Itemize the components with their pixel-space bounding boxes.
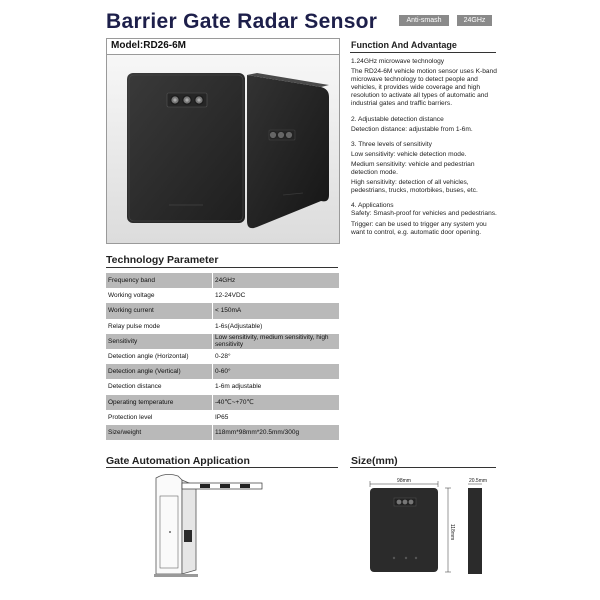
height-label: 118mm <box>449 524 455 540</box>
function-item-3-heading: 3. Three levels of sensitivity <box>351 140 432 148</box>
gate-illustration <box>154 474 263 577</box>
spec-value: < 150mA <box>212 303 339 319</box>
spec-row: Detection angle (Vertical)0-60° <box>106 364 339 380</box>
spec-row: Working current< 150mA <box>106 303 339 319</box>
function-item-1-heading: 1.24GHz microwave technology <box>351 58 445 65</box>
function-heading: Function And Advantage <box>351 40 457 50</box>
function-item-4-text-safety: Safety: Smash-proof for vehicles and ped… <box>351 210 497 218</box>
sensor-device-front <box>127 73 245 223</box>
spec-key: Frequency band <box>106 273 213 289</box>
spec-value: 118mm*98mm*20.5mm/300g <box>212 424 339 441</box>
spec-value: 0-60° <box>212 364 339 380</box>
spec-value: 1-6s(Adjustable) <box>212 318 339 334</box>
model-bar: Model:RD26-6M <box>107 39 339 55</box>
spec-row: Operating temperature-40℃~+70℃ <box>106 394 339 410</box>
size-front-view <box>370 488 438 572</box>
spec-key: Sensitivity <box>106 333 213 349</box>
spec-key: Size/weight <box>106 424 213 441</box>
function-body: 1.24GHz microwave technology The RD24-6M… <box>351 58 497 237</box>
spec-key: Protection level <box>106 409 213 425</box>
product-image-panel: Model:RD26-6M <box>106 38 340 244</box>
function-item-3-text-low: Low sensitivity: vehicle detection mode. <box>351 150 467 158</box>
frequency-badge: 24GHz <box>457 15 492 26</box>
spec-key: Operating temperature <box>106 394 213 410</box>
sensor-device-back <box>247 73 329 229</box>
spec-key: Relay pulse mode <box>106 318 213 334</box>
spec-key: Working current <box>106 303 213 319</box>
width-label: 98mm <box>397 478 411 484</box>
tech-parameter-heading: Technology Parameter <box>106 254 219 266</box>
barrier-cabinet <box>154 474 198 577</box>
spec-key: Detection distance <box>106 379 213 395</box>
depth-label: 20.5mm <box>469 478 487 484</box>
function-item-2-heading: 2. Adjustable detection distance <box>351 115 444 123</box>
page-title: Barrier Gate Radar Sensor <box>106 10 378 33</box>
spec-value: 12-24VDC <box>212 288 339 304</box>
anti-smash-badge: Anti-smash <box>399 15 449 26</box>
gate-application-heading: Gate Automation Application <box>106 455 250 467</box>
size-heading: Size(mm) <box>351 455 398 467</box>
spec-value: -40℃~+70℃ <box>212 394 339 410</box>
spec-key: Detection angle (Horizontal) <box>106 348 213 365</box>
function-item-3-text-medium: Medium sensitivity: vehicle and pedestri… <box>351 160 475 177</box>
function-item-2-text: Detection distance: adjustable from 1-6m… <box>351 125 473 133</box>
function-item-4-heading: 4. Applications <box>351 202 394 210</box>
size-divider <box>350 467 496 468</box>
spec-value: 24GHz <box>212 273 339 289</box>
spec-value: 1-6m adjustable <box>212 379 339 395</box>
product-photo <box>107 55 339 243</box>
spec-value: IP65 <box>212 409 339 425</box>
function-item-4-text-trigger: Trigger: can be used to trigger any syst… <box>351 220 487 236</box>
size-side-view <box>468 488 482 574</box>
function-divider <box>350 52 496 53</box>
size-drawing: 98mm 118mm 20.5mm <box>369 478 487 574</box>
function-item-3-text-high: High sensitivity: detection of all vehic… <box>351 179 478 195</box>
spec-row: Detection angle (Horizontal)0-28° <box>106 348 339 365</box>
spec-value: 0-28° <box>212 348 339 365</box>
barrier-arm <box>181 482 263 490</box>
function-item-1-text: The RD24-6M vehicle motion sensor uses K… <box>351 68 497 108</box>
spec-key: Detection angle (Vertical) <box>106 364 213 380</box>
spec-value: Low sensitivity, medium sensitivity, hig… <box>212 333 339 349</box>
model-label: Model:RD26-6M <box>111 40 187 51</box>
tech-parameter-divider <box>106 267 338 268</box>
gate-application-divider <box>106 467 338 468</box>
spec-key: Working voltage <box>106 288 213 304</box>
